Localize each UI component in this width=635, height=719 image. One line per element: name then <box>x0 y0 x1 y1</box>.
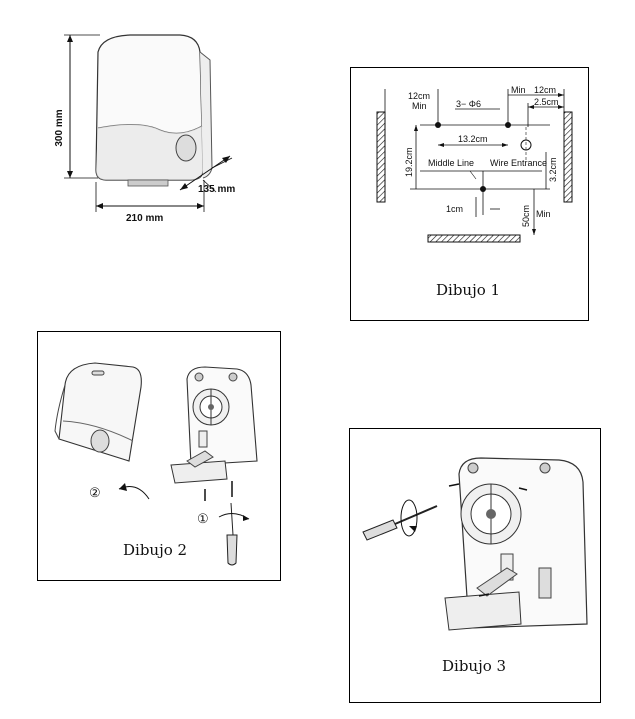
label-50cm: 50cm <box>521 205 531 227</box>
left-wall <box>376 111 386 203</box>
label-min-right: Min <box>511 85 526 95</box>
dibujo3-wall-mounting <box>362 457 588 631</box>
right-wall <box>563 111 573 203</box>
width-label: 210 mm <box>126 213 163 224</box>
floor <box>427 234 521 243</box>
label-holes: 3− Φ6 <box>456 99 481 109</box>
label-2-5cm: 2.5cm <box>534 97 559 107</box>
step2-marker: ② <box>89 485 101 500</box>
dibujo2-cover-removal: ② ① <box>54 362 258 566</box>
height-label: 300 mm <box>54 109 65 146</box>
label-min-left: Min <box>412 101 427 111</box>
label-12cm-right: 12cm <box>534 85 556 95</box>
dibujo3-caption: Dibujo 3 <box>442 657 507 675</box>
dryer-dimension-diagram: 300 mm 210 mm 135 mm <box>54 34 235 224</box>
depth-label: 135 mm <box>198 184 235 195</box>
label-wire-entrance: Wire Entrance <box>490 158 547 168</box>
dibujo2-caption: Dibujo 2 <box>123 541 188 559</box>
label-19-2cm: 19.2cm <box>404 147 414 177</box>
dibujo1-mounting-diagram: 12cm Min 3− Φ6 Min 12cm 2.5cm 19.2cm 13.… <box>376 85 573 243</box>
label-middle-line: Middle Line <box>428 158 474 168</box>
label-min-bottom: Min <box>536 209 551 219</box>
screwdriver <box>226 502 238 566</box>
screwdriver <box>362 519 398 541</box>
label-3-2cm: 3.2cm <box>548 157 558 182</box>
sensor-window <box>175 134 197 162</box>
label-1cm: 1cm <box>446 204 463 214</box>
label-12cm-left: 12cm <box>408 91 430 101</box>
step1-marker: ① <box>197 511 209 526</box>
dryer-cover <box>58 362 142 462</box>
label-13-2cm: 13.2cm <box>458 134 488 144</box>
dibujo1-caption: Dibujo 1 <box>436 281 501 299</box>
